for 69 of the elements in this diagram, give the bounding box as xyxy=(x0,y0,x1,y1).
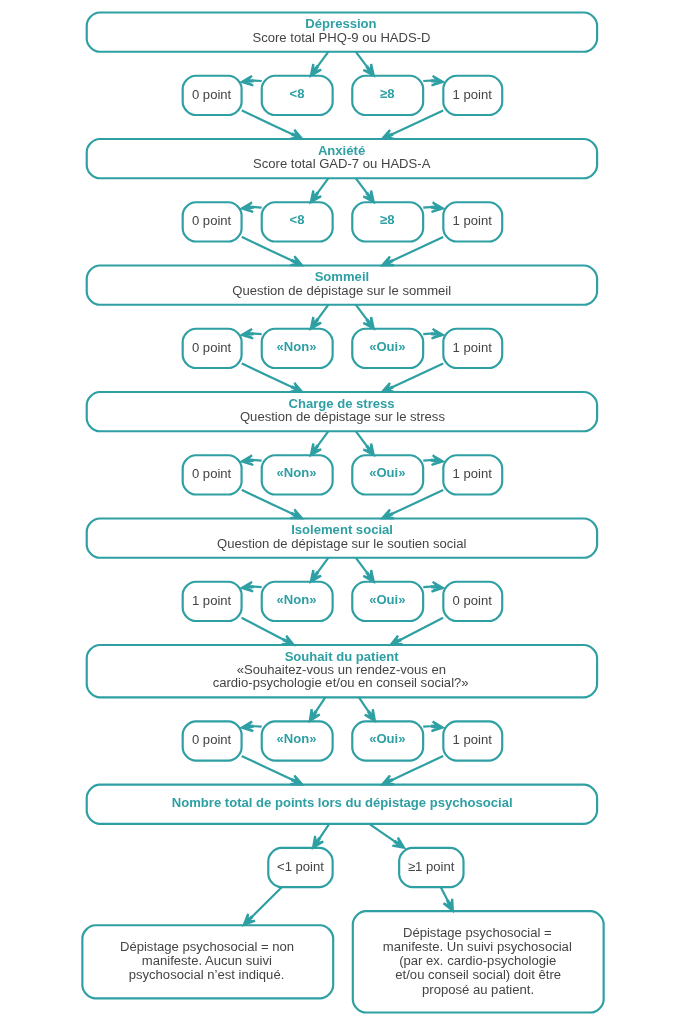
arrow xyxy=(380,488,444,520)
node-box: 1 point xyxy=(442,327,504,370)
arrow xyxy=(380,755,444,786)
node-box: 1 point xyxy=(442,720,504,762)
arrow xyxy=(241,616,295,647)
node-box: ≥8 xyxy=(351,201,425,243)
node-box: 1 point xyxy=(181,580,243,623)
arrow xyxy=(389,616,444,647)
arrow xyxy=(355,557,375,583)
node-box: 0 point xyxy=(181,454,243,496)
node-box: «Oui» xyxy=(351,454,425,496)
node-box: Charge de stress Question de dépistage sur le stress xyxy=(85,390,599,433)
node-box: 1 point xyxy=(442,454,504,496)
node-box: «Non» xyxy=(260,454,334,496)
node-box: 0 point xyxy=(181,720,243,762)
node-box: Sommeil Question de dépistage sur le sommeil xyxy=(85,264,599,306)
arrow xyxy=(308,696,327,723)
arrow xyxy=(240,201,262,214)
node-box: 0 point xyxy=(181,201,243,243)
arrow xyxy=(309,51,330,77)
arrow xyxy=(242,886,283,927)
node-box: Anxiété Score total GAD-7 ou HADS-A xyxy=(85,137,599,180)
node-box: 0 point xyxy=(442,580,504,623)
node-box: «Oui» xyxy=(351,720,425,762)
arrow xyxy=(368,823,406,849)
arrow xyxy=(241,488,304,520)
arrow xyxy=(355,177,375,204)
arrow xyxy=(240,454,262,467)
arrow xyxy=(355,51,375,77)
arrow xyxy=(241,362,304,393)
node-box: ≥8 xyxy=(351,74,425,117)
node-box: Dépistage psychosocial = manifeste. Un suivi psychosocial (par ex. cardio-psychologie et/ou conseil social) doit être proposé au patient. xyxy=(351,910,605,1014)
arrow xyxy=(309,430,330,457)
node-box: Souhait du patient «Souhaitez-vous un rendez-vous en cardio-psychologie et/ou en conseil social?» xyxy=(85,643,599,699)
node-box: <8 xyxy=(260,74,334,117)
arrow xyxy=(241,235,304,267)
arrow xyxy=(439,886,454,912)
arrow xyxy=(240,720,262,733)
arrow xyxy=(380,109,444,141)
arrow xyxy=(380,235,444,267)
arrow xyxy=(309,177,330,204)
arrow xyxy=(241,755,304,786)
node-box: Nombre total de points lors du dépistage psychosocial xyxy=(85,783,599,825)
arrow xyxy=(423,201,445,214)
node-box: «Non» xyxy=(260,327,334,370)
node-box: <1 point xyxy=(267,846,334,889)
node-box: 1 point xyxy=(442,74,504,117)
arrow xyxy=(309,304,330,330)
arrow xyxy=(311,823,331,849)
arrow xyxy=(380,362,444,394)
node-box: Isolement social Question de dépistage sur le soutien social xyxy=(85,517,599,559)
node-box: ≥1 point xyxy=(398,846,465,889)
node-box: 0 point xyxy=(181,74,243,117)
node-box: Dépistage psychosocial = non manifeste. Aucun suivi psychosocial n’est indiqué. xyxy=(81,924,335,1000)
node-box: <8 xyxy=(260,201,334,243)
arrow xyxy=(241,109,304,140)
arrow xyxy=(358,696,377,723)
node-box: «Non» xyxy=(260,720,334,762)
arrow xyxy=(355,430,375,457)
node-box: 1 point xyxy=(442,201,504,243)
node-box: 0 point xyxy=(181,327,243,370)
arrow xyxy=(423,720,445,733)
node-box: «Oui» xyxy=(351,327,425,370)
node-box: Dépression Score total PHQ-9 ou HADS-D xyxy=(85,11,599,53)
node-box: «Non» xyxy=(260,580,334,623)
arrow xyxy=(423,454,445,467)
node-box: «Oui» xyxy=(351,580,425,623)
arrow xyxy=(309,557,330,583)
arrow xyxy=(355,304,375,330)
